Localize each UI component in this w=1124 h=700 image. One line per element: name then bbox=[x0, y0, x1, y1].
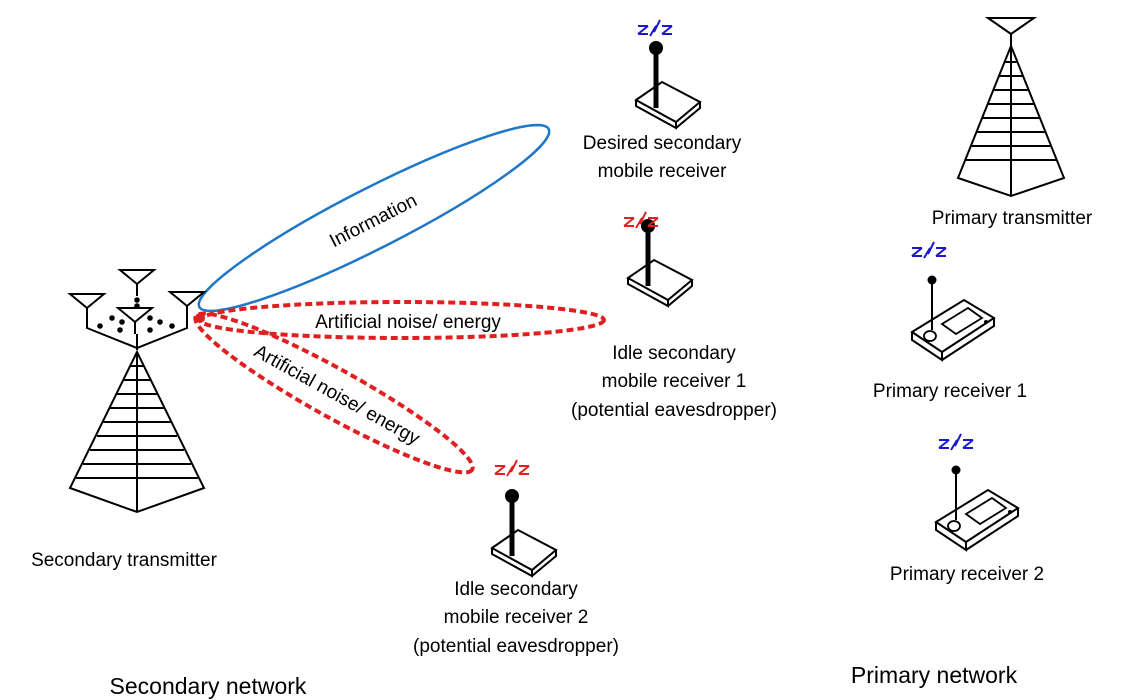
primary-receiver-1-icon bbox=[911, 241, 995, 361]
secondary-transmitter-icon bbox=[67, 269, 207, 514]
noise-beam-label-2: Artificial noise/ energy bbox=[250, 341, 423, 450]
desired-receiver-icon bbox=[636, 19, 700, 128]
idle-receiver-2-label-line3: (potential eavesdropper) bbox=[413, 636, 619, 657]
primary-receiver-2-label: Primary receiver 2 bbox=[890, 564, 1044, 585]
idle-receiver-1-label-line1: Idle secondary bbox=[612, 343, 736, 364]
beam-origin-dot bbox=[195, 313, 205, 323]
idle-receiver-2-icon bbox=[492, 459, 556, 576]
secondary-network-label: Secondary network bbox=[110, 673, 307, 699]
primary-receiver-2-icon bbox=[935, 433, 1019, 551]
primary-receiver-1-label: Primary receiver 1 bbox=[873, 381, 1027, 402]
information-beam-label: Information bbox=[326, 190, 420, 252]
primary-transmitter-label: Primary transmitter bbox=[932, 208, 1093, 229]
idle-receiver-2-label-line1: Idle secondary bbox=[454, 579, 578, 600]
idle-receiver-1-label-line3: (potential eavesdropper) bbox=[571, 400, 777, 421]
noise-beam-diagonal bbox=[193, 311, 475, 475]
desired-receiver-label-line1: Desired secondary bbox=[583, 133, 742, 154]
secondary-transmitter-label: Secondary transmitter bbox=[31, 550, 218, 571]
primary-network-label: Primary network bbox=[851, 662, 1018, 688]
desired-receiver-label-line2: mobile receiver bbox=[598, 161, 727, 182]
idle-receiver-1-icon bbox=[623, 211, 692, 306]
idle-receiver-1-label-line2: mobile receiver 1 bbox=[602, 371, 747, 392]
idle-receiver-2-label-line2: mobile receiver 2 bbox=[444, 607, 589, 628]
noise-beam-label-1: Artificial noise/ energy bbox=[315, 312, 501, 333]
information-beam bbox=[197, 123, 551, 313]
primary-transmitter-icon bbox=[956, 17, 1066, 198]
